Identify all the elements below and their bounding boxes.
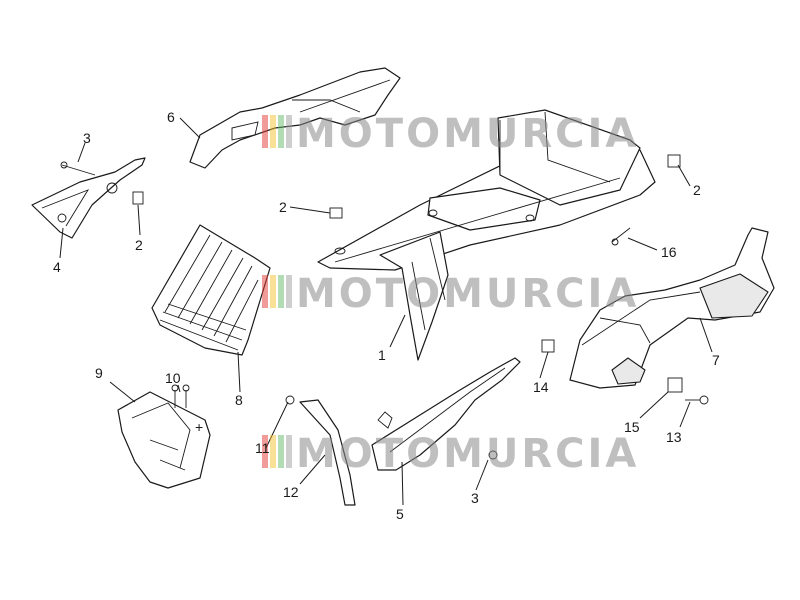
fasteners [60,154,709,408]
part-electrical-plate: + [117,391,211,489]
watermark-stripe [262,435,268,468]
watermark-stripe [262,115,268,148]
watermark-stripe [286,115,292,148]
watermark-stripe [286,435,292,468]
watermark-bottom: MOTOMURCIA [262,431,639,477]
watermark-stripe [278,275,284,308]
callout-16: 16 [661,244,677,260]
callout-3: 3 [83,130,91,146]
callout-6: 6 [167,109,175,125]
part-mesh-grille [151,224,271,356]
callout-2: 2 [693,182,701,198]
callout-13: 13 [666,429,682,445]
callout-12: 12 [283,484,299,500]
svg-text:+: + [195,419,203,435]
callout-11: 11 [255,440,270,456]
callout-5: 5 [396,506,404,522]
callout-1: 1 [378,347,386,363]
callout-4: 4 [53,259,61,275]
callout-2: 2 [279,199,287,215]
watermark-middle: MOTOMURCIA [262,271,639,317]
watermark-text: MOTOMURCIA [296,271,639,317]
callout-14: 14 [533,379,549,395]
watermark-stripe [270,275,276,308]
watermark-top: MOTOMURCIA [262,111,639,157]
watermark-text: MOTOMURCIA [296,111,639,157]
watermark-stripe [278,115,284,148]
part-undertray [317,109,656,361]
part-upper-cover-left [189,67,401,169]
watermark-text: MOTOMURCIA [296,431,639,477]
callout-15: 15 [624,419,640,435]
part-lower-rail [371,357,521,471]
watermark-stripe [270,115,276,148]
callout-8: 8 [235,392,243,408]
part-hose [285,395,356,506]
callout-7: 7 [712,352,720,368]
watermark-stripe [270,435,276,468]
callout-10: 10 [165,370,181,386]
callout-3: 3 [471,490,479,506]
part-right-side-cover [569,227,775,389]
watermark-stripe [262,275,268,308]
watermark-stripe [286,275,292,308]
callout-2: 2 [135,237,143,253]
callout-labels: 1 2 2 2 3 3 4 5 6 7 8 9 10 11 12 13 14 1… [53,109,720,522]
callout-9: 9 [95,365,103,381]
leader-lines [59,117,713,506]
watermark-stripe [278,435,284,468]
part-left-bracket [31,157,146,239]
